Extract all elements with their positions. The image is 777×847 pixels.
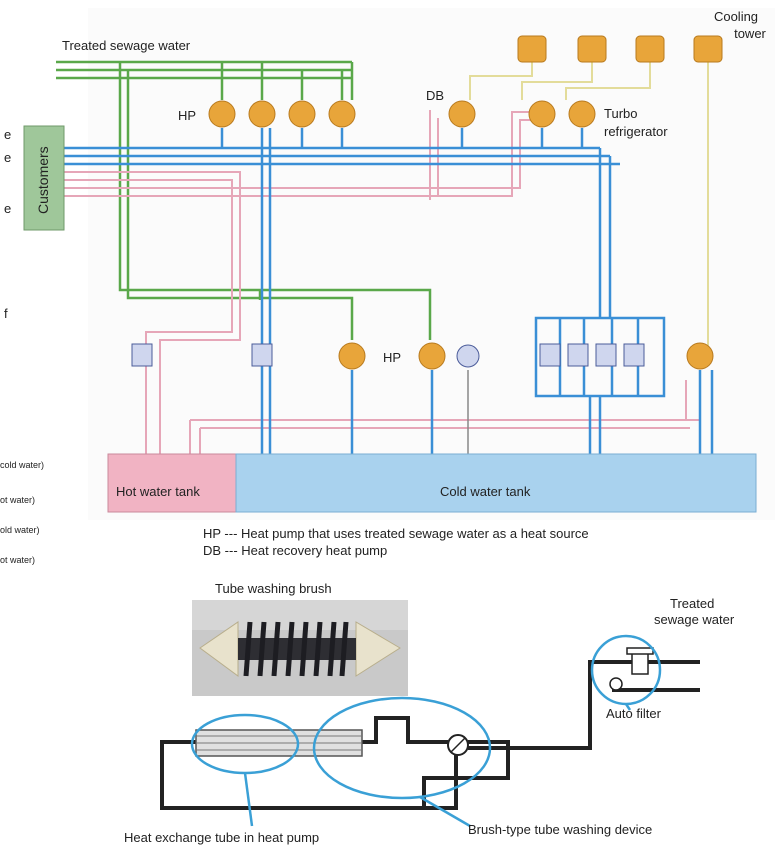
auto-filter-label: Auto filter: [606, 706, 662, 721]
hp-label-top: HP: [178, 108, 196, 123]
hot-water-tank: [108, 454, 236, 512]
legend-fragment-1: cold water): [0, 460, 44, 470]
lower-treated-label-line1: Treated: [670, 596, 714, 611]
edge-fragment-3: e: [4, 201, 11, 216]
legend-fragment-4: ot water): [0, 555, 35, 565]
cold-water-tank: [236, 454, 756, 512]
legend-fragment-2: ot water): [0, 495, 35, 505]
cooling-tower-label-line2: tower: [734, 26, 766, 41]
auto-filter: [610, 648, 653, 690]
cold-water-tank-label: Cold water tank: [440, 484, 531, 499]
hp-definition: HP --- Heat pump that uses treated sewag…: [203, 526, 589, 541]
turbo-refrigerator-label-line2: refrigerator: [604, 124, 668, 139]
heat-exchange-tube-label: Heat exchange tube in heat pump: [124, 830, 319, 845]
cooling-tower-label-line1: Cooling: [714, 9, 758, 24]
heat-exchange-tube: [196, 730, 362, 756]
hot-water-tank-label: Hot water tank: [116, 484, 200, 499]
treated-sewage-water-label: Treated sewage water: [62, 38, 191, 53]
brush-device-label: Brush-type tube washing device: [468, 822, 652, 837]
customers-label: Customers: [35, 146, 51, 214]
legend-fragment-3: old water): [0, 525, 40, 535]
edge-fragment-2: e: [4, 150, 11, 165]
edge-fragment-1: e: [4, 127, 11, 142]
db-definition: DB --- Heat recovery heat pump: [203, 543, 387, 558]
hp-label-mid: HP: [383, 350, 401, 365]
brush-photo: [192, 600, 408, 696]
lower-treated-label-line2: sewage water: [654, 612, 735, 627]
edge-fragment-4: f: [4, 306, 8, 321]
db-label: DB: [426, 88, 444, 103]
tube-washing-brush-label: Tube washing brush: [215, 581, 332, 596]
turbo-refrigerator-label-line1: Turbo: [604, 106, 637, 121]
